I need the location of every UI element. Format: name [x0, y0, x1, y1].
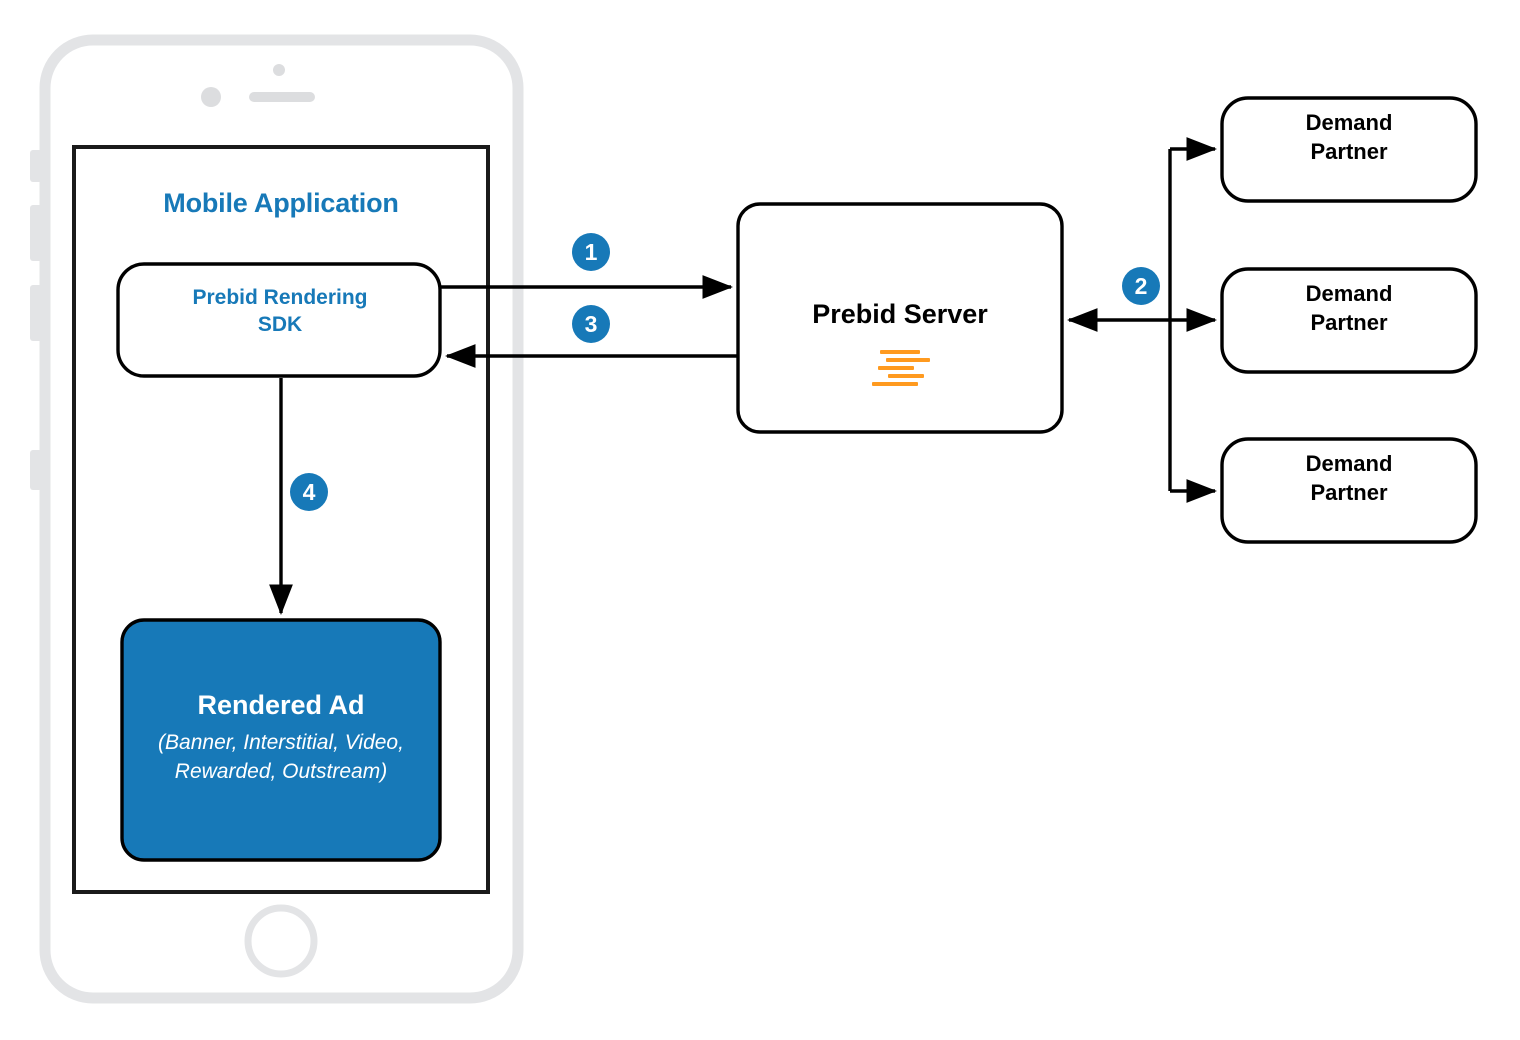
- step-badge-1: 1: [572, 233, 610, 271]
- phone-sensor-icon: [273, 64, 285, 76]
- phone-side-buttons: [30, 150, 42, 490]
- node-demand-partner-3[interactable]: [1220, 437, 1478, 544]
- node-rendered-ad[interactable]: [120, 618, 442, 862]
- node-prebid-rendering-sdk[interactable]: [116, 262, 442, 378]
- step-badge-2: 2: [1122, 267, 1160, 305]
- node-demand-partner-1[interactable]: [1220, 96, 1478, 203]
- node-demand-partner-2[interactable]: [1220, 267, 1478, 374]
- prebid-bars-icon: [872, 350, 930, 386]
- step-badge-4: 4: [290, 473, 328, 511]
- phone-camera-icon: [201, 87, 221, 107]
- node-prebid-server[interactable]: [736, 202, 1064, 434]
- phone-home-button-icon: [244, 904, 318, 978]
- phone-speaker-icon: [249, 92, 315, 102]
- step-badge-3: 3: [572, 305, 610, 343]
